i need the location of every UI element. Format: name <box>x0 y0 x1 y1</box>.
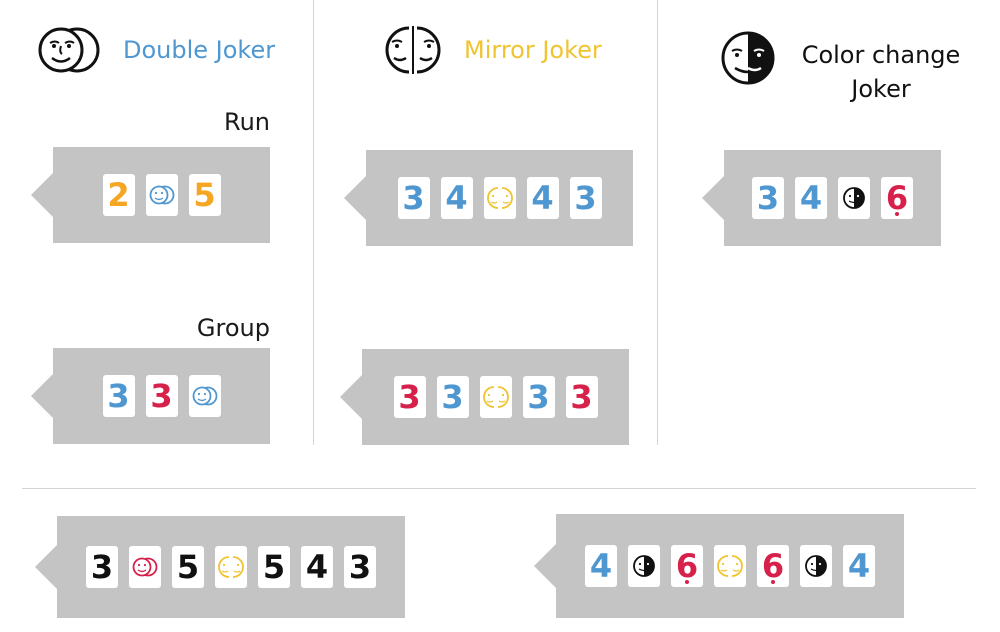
double-joker-tile-icon <box>145 174 178 216</box>
number-tile: 6 <box>671 545 703 587</box>
mirror-joker-tile-icon <box>479 376 512 418</box>
tile-dot <box>771 580 775 584</box>
number-tile: 4 <box>301 546 333 588</box>
mirror-joker-tile-icon <box>215 546 247 588</box>
number-tile: 3 <box>565 376 598 418</box>
number-tile: 3 <box>397 177 430 219</box>
mirror-joker-header: Mirror Joker <box>384 24 602 76</box>
mirror-joker-tile-icon <box>714 545 746 587</box>
mirror-joker-title: Mirror Joker <box>464 36 602 64</box>
number-tile: 4 <box>585 545 617 587</box>
number-tile: 5 <box>188 174 221 216</box>
number-tile: 3 <box>145 375 178 417</box>
colorchange-joker-tile-icon <box>800 545 832 587</box>
number-tile: 4 <box>795 177 827 219</box>
divider-vertical-right <box>657 0 658 445</box>
divider-vertical-left <box>313 0 314 445</box>
number-tile: 5 <box>172 546 204 588</box>
number-tile: 3 <box>522 376 555 418</box>
number-tile: 3 <box>569 177 602 219</box>
tile-dot <box>895 212 899 216</box>
double-joker-tile-icon <box>129 546 161 588</box>
double-joker-tile-icon <box>188 375 221 417</box>
double-face-icon <box>37 24 101 76</box>
run-label: Run <box>223 108 270 136</box>
number-tile: 4 <box>843 545 875 587</box>
half-black-face-icon <box>720 30 776 86</box>
color-change-joker-title: Color change Joker <box>796 38 966 106</box>
number-tile: 5 <box>258 546 290 588</box>
colorchange-joker-tile-icon <box>838 177 870 219</box>
number-tile: 3 <box>436 376 469 418</box>
number-tile: 6 <box>757 545 789 587</box>
mirror-face-icon <box>384 24 442 76</box>
mirror-joker-tile-icon <box>483 177 516 219</box>
number-tile: 3 <box>752 177 784 219</box>
number-tile: 6 <box>881 177 913 219</box>
number-tile: 2 <box>102 174 135 216</box>
number-tile: 3 <box>344 546 376 588</box>
color-change-joker-title-line2: Joker <box>851 75 911 103</box>
double-joker-title: Double Joker <box>123 36 276 64</box>
number-tile: 3 <box>102 375 135 417</box>
double-joker-header: Double Joker <box>37 24 275 76</box>
bottom-right-panel: 4 6 6 4 <box>556 514 904 618</box>
number-tile: 4 <box>440 177 473 219</box>
number-tile: 3 <box>393 376 426 418</box>
number-tile: 4 <box>526 177 559 219</box>
number-tile: 3 <box>86 546 118 588</box>
divider-horizontal <box>22 488 976 489</box>
colorchange-joker-tile-icon <box>628 545 660 587</box>
group-label: Group <box>196 314 270 342</box>
color-change-joker-title-line1: Color change <box>801 41 961 69</box>
color-change-joker-header <box>720 30 776 86</box>
tile-dot <box>685 580 689 584</box>
